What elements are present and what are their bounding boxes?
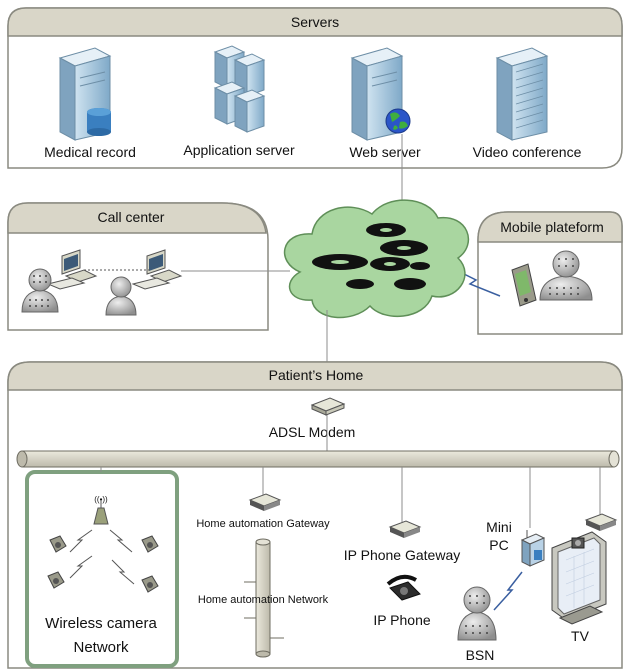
wireless-signal-icons	[69, 529, 135, 585]
home-automation-gateway-label: Home automation Gateway	[196, 518, 330, 530]
home-title: Patient’s Home	[269, 367, 364, 383]
camera-icon-2	[141, 535, 159, 553]
tv-label: TV	[571, 628, 590, 644]
medical-record-label: Medical record	[44, 144, 136, 160]
wireless-network-label-1: Wireless camera	[45, 615, 157, 632]
person-icon-2	[105, 276, 137, 316]
bsn-wireless-link-icon	[493, 571, 523, 611]
camera-icon-3	[47, 571, 65, 589]
tv-icon	[551, 531, 607, 625]
mini-pc-label-2: PC	[489, 537, 508, 553]
wireless-camera-network	[25, 467, 179, 668]
tv-gateway-icon	[584, 513, 618, 531]
camera-icon-1	[49, 535, 67, 553]
call-center-panel: Call center	[7, 202, 269, 331]
home-network-bus	[16, 450, 620, 468]
application-server-label: Application server	[183, 142, 295, 158]
servers-title: Servers	[291, 14, 339, 30]
application-server-icon	[213, 45, 266, 133]
mobile-phone-icon	[511, 263, 537, 307]
mini-pc-icon	[520, 530, 546, 567]
servers-panel: Servers	[7, 7, 623, 169]
adsl-modem-icon	[310, 397, 346, 416]
mini-pc-label-1: Mini	[486, 519, 512, 535]
mobile-title: Mobile plateform	[500, 219, 604, 235]
mobile-panel: Mobile plateform	[477, 211, 623, 335]
video-conference-server-icon	[495, 47, 549, 141]
video-conference-label: Video conference	[473, 144, 582, 160]
ip-phone-gateway-icon	[388, 520, 422, 538]
mobile-user-icon	[539, 250, 593, 301]
person-icon-1	[21, 268, 59, 313]
camera-icon-4	[141, 575, 159, 593]
home-automation-network-label: Home automation Network	[198, 594, 329, 606]
globe-icon	[385, 108, 411, 134]
ip-phone-gateway-label: IP Phone Gateway	[344, 547, 460, 563]
web-server-label: Web server	[349, 144, 421, 160]
bsn-label: BSN	[466, 647, 495, 663]
adsl-modem-label: ADSL Modem	[269, 424, 356, 440]
home-automation-network-pipe	[244, 538, 284, 658]
wireless-network-label-2: Network	[73, 639, 129, 656]
wireless-access-point-icon: ((•))	[93, 495, 109, 525]
home-automation-gateway-icon	[248, 493, 282, 511]
medical-record-server-icon	[58, 47, 112, 141]
workstation-icon-2	[131, 249, 183, 290]
workstation-icon-1	[46, 249, 98, 290]
bsn-person-icon	[457, 586, 497, 641]
call-center-title: Call center	[98, 209, 165, 225]
ip-phone-label: IP Phone	[373, 612, 431, 628]
ip-phone-icon	[386, 574, 421, 601]
svg-text:((•)): ((•))	[94, 495, 108, 504]
network-cloud	[283, 199, 469, 319]
